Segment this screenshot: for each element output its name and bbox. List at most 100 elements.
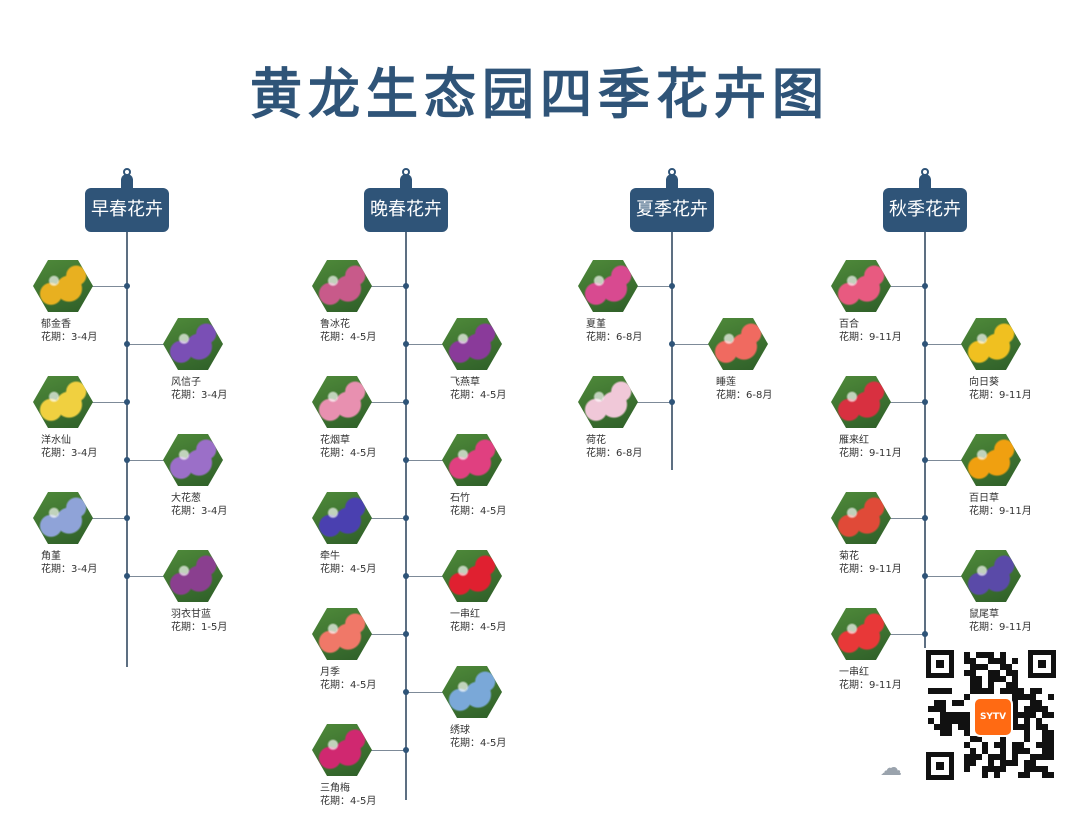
qr-module bbox=[1030, 754, 1036, 760]
qr-module bbox=[1024, 706, 1030, 712]
qr-module bbox=[940, 700, 946, 706]
branch-line bbox=[406, 692, 452, 693]
branch-node bbox=[124, 399, 130, 405]
branch-node bbox=[922, 283, 928, 289]
flower-period: 花期：6-8月 bbox=[586, 448, 643, 459]
flower-period: 花期：4-5月 bbox=[320, 564, 377, 575]
qr-module bbox=[1012, 706, 1018, 712]
flower-period: 花期：9-11月 bbox=[839, 564, 902, 575]
qr-module bbox=[1012, 682, 1018, 688]
flower-period: 花期：9-11月 bbox=[969, 390, 1032, 401]
qr-module bbox=[982, 652, 988, 658]
flower-period: 花期：4-5月 bbox=[450, 506, 507, 517]
flower-period: 花期：4-5月 bbox=[450, 390, 507, 401]
qr-module bbox=[1036, 742, 1042, 748]
branch-node bbox=[669, 341, 675, 347]
flower-period: 花期：3-4月 bbox=[41, 448, 98, 459]
qr-module bbox=[1000, 748, 1006, 754]
branch-node bbox=[124, 573, 130, 579]
column-header: 夏季花卉 bbox=[630, 168, 714, 232]
qr-module bbox=[994, 670, 1000, 676]
branch-line bbox=[127, 344, 173, 345]
branch-line bbox=[925, 344, 971, 345]
flower-period: 花期：6-8月 bbox=[716, 390, 773, 401]
qr-module bbox=[940, 730, 946, 736]
flower-name: 风信子 bbox=[171, 377, 201, 388]
branch-line bbox=[83, 518, 127, 519]
qr-module bbox=[1006, 760, 1012, 766]
branch-node bbox=[403, 631, 409, 637]
qr-module bbox=[940, 718, 946, 724]
qr-module bbox=[1042, 712, 1048, 718]
qr-module bbox=[982, 772, 988, 778]
flower-name: 鼠尾草 bbox=[969, 609, 999, 620]
flower-photo bbox=[442, 550, 502, 602]
flower-name: 洋水仙 bbox=[41, 435, 71, 446]
branch-line bbox=[362, 518, 406, 519]
flower-photo bbox=[578, 260, 638, 312]
branch-line bbox=[881, 518, 925, 519]
qr-module bbox=[970, 682, 976, 688]
qr-module bbox=[988, 766, 994, 772]
qr-module bbox=[976, 754, 982, 760]
branch-line bbox=[362, 286, 406, 287]
flower-period: 花期：4-5月 bbox=[320, 796, 377, 807]
qr-module bbox=[964, 712, 970, 718]
qr-module bbox=[982, 664, 988, 670]
flower-name: 石竹 bbox=[450, 493, 470, 504]
page-title: 黄龙生态园四季花卉图 bbox=[249, 63, 830, 127]
branch-line bbox=[406, 576, 452, 577]
flower-name: 羽衣甘蓝 bbox=[171, 609, 211, 620]
qr-module bbox=[1030, 694, 1036, 700]
qr-module bbox=[988, 754, 994, 760]
qr-module bbox=[1012, 712, 1018, 718]
qr-module bbox=[982, 742, 988, 748]
flower-name: 睡莲 bbox=[716, 377, 736, 388]
qr-module bbox=[970, 664, 976, 670]
qr-module bbox=[982, 748, 988, 754]
qr-module bbox=[1006, 682, 1012, 688]
branch-node bbox=[922, 631, 928, 637]
qr-module bbox=[946, 688, 952, 694]
qr-module bbox=[1036, 766, 1042, 772]
qr-module bbox=[1036, 724, 1042, 730]
branch-line bbox=[881, 634, 925, 635]
branch-node bbox=[403, 747, 409, 753]
flower-period: 花期：4-5月 bbox=[450, 738, 507, 749]
flower-name: 郁金香 bbox=[41, 319, 71, 330]
qr-module bbox=[964, 760, 970, 766]
flower-period: 花期：3-4月 bbox=[171, 506, 228, 517]
flower-name: 牵牛 bbox=[320, 551, 340, 562]
qr-module bbox=[1048, 694, 1054, 700]
qr-module bbox=[952, 700, 958, 706]
branch-node bbox=[124, 515, 130, 521]
qr-module bbox=[952, 712, 958, 718]
qr-module bbox=[1012, 694, 1018, 700]
branch-node bbox=[403, 283, 409, 289]
qr-module bbox=[964, 718, 970, 724]
flower-name: 一串红 bbox=[450, 609, 480, 620]
wechat-icon: ☁ bbox=[880, 756, 902, 781]
qr-module bbox=[1042, 766, 1048, 772]
branch-node bbox=[124, 457, 130, 463]
qr-module bbox=[994, 676, 1000, 682]
qr-module bbox=[1036, 718, 1042, 724]
qr-module bbox=[964, 652, 970, 658]
branch-line bbox=[362, 402, 406, 403]
qr-module bbox=[946, 724, 952, 730]
branch-node bbox=[403, 399, 409, 405]
qr-module bbox=[958, 718, 964, 724]
flower-period: 花期：3-4月 bbox=[41, 564, 98, 575]
flower-period: 花期：1-5月 bbox=[171, 622, 228, 633]
branch-line bbox=[628, 402, 672, 403]
flower-photo bbox=[442, 434, 502, 486]
flower-name: 三角梅 bbox=[320, 783, 350, 794]
branch-line bbox=[925, 460, 971, 461]
flower-period: 花期：9-11月 bbox=[839, 332, 902, 343]
qr-module bbox=[982, 688, 988, 694]
branch-node bbox=[922, 457, 928, 463]
qr-module bbox=[1006, 664, 1012, 670]
qr-module bbox=[1000, 652, 1006, 658]
qr-module bbox=[1036, 700, 1042, 706]
flower-photo bbox=[831, 608, 891, 660]
